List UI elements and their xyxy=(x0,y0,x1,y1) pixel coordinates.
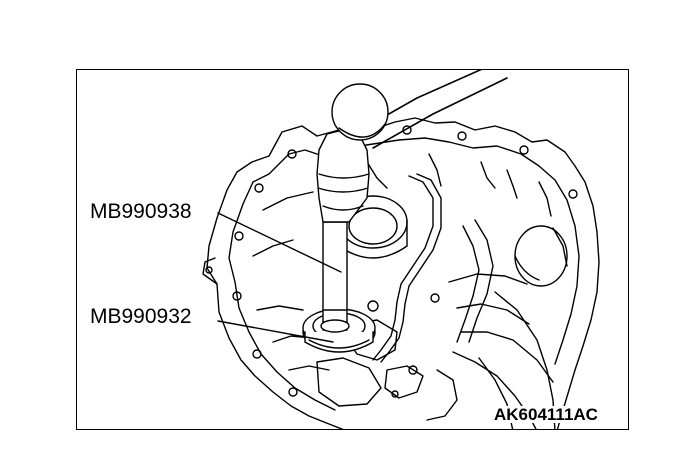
bolt-hole xyxy=(430,293,440,303)
leader-tool-lower xyxy=(217,320,334,343)
transaxle-illustration xyxy=(202,70,600,429)
bolt-hole xyxy=(391,390,399,398)
bolt-hole xyxy=(254,183,264,193)
label-tool-lower: MB990932 xyxy=(88,305,194,328)
bolt-hole xyxy=(252,349,262,359)
bolt-hole xyxy=(457,131,467,141)
bolt-hole xyxy=(408,365,418,375)
case-left-tab xyxy=(202,257,218,285)
bolt-hole xyxy=(234,231,244,241)
handle-shaft xyxy=(322,221,348,331)
left-tab-hole xyxy=(205,266,213,274)
bolt-hole xyxy=(287,149,297,159)
bearing-bore-inner xyxy=(348,207,398,245)
case-inner-left xyxy=(228,181,336,411)
boss xyxy=(367,300,379,312)
label-tool-upper: MB990938 xyxy=(88,200,194,223)
bolt-hole xyxy=(232,291,242,301)
leader-tool-upper xyxy=(217,212,342,273)
figure-id-label: AK604111AC xyxy=(493,405,599,424)
bolt-hole xyxy=(402,125,412,135)
case-outline xyxy=(236,117,600,429)
bolt-hole xyxy=(288,387,298,397)
hammer-head xyxy=(331,83,389,141)
oil-pipe xyxy=(372,175,434,361)
bolt-hole xyxy=(519,145,529,155)
figure-frame: MB990938 MB990932 AK604111AC xyxy=(76,69,629,430)
bolt-hole xyxy=(568,189,578,199)
case-inner-flange xyxy=(252,137,580,365)
case-left-wall xyxy=(206,171,344,429)
diff-bore xyxy=(514,225,568,287)
